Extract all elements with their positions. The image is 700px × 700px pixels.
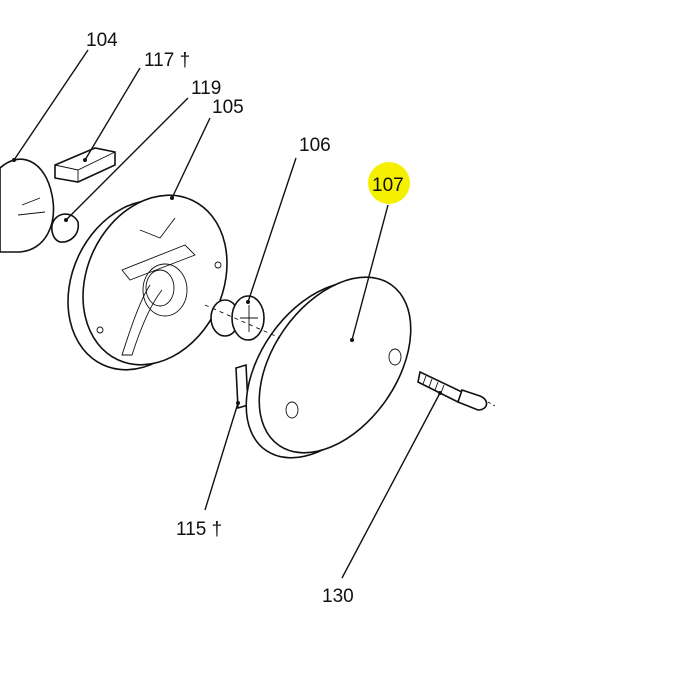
- leader-lines: [13, 49, 441, 579]
- label-117[interactable]: 117 †: [144, 50, 190, 71]
- part-107-cover-plate[interactable]: [215, 249, 442, 486]
- label-115[interactable]: 115 †: [176, 519, 222, 540]
- part-106-coupling[interactable]: [210, 295, 265, 341]
- highlight-marker: [368, 162, 410, 204]
- label-104[interactable]: 104: [86, 30, 118, 51]
- label-107[interactable]: 107: [372, 175, 404, 196]
- part-130-screw[interactable]: [417, 370, 496, 411]
- part-119-clip[interactable]: [51, 213, 80, 243]
- label-106[interactable]: 106: [299, 135, 331, 156]
- part-104-hub[interactable]: [0, 158, 55, 253]
- part-105-brake-disc[interactable]: [41, 172, 254, 394]
- part-117-block[interactable]: [54, 147, 116, 183]
- label-105[interactable]: 105: [212, 97, 244, 118]
- label-119[interactable]: 119: [191, 78, 221, 99]
- label-130[interactable]: 130: [322, 586, 354, 607]
